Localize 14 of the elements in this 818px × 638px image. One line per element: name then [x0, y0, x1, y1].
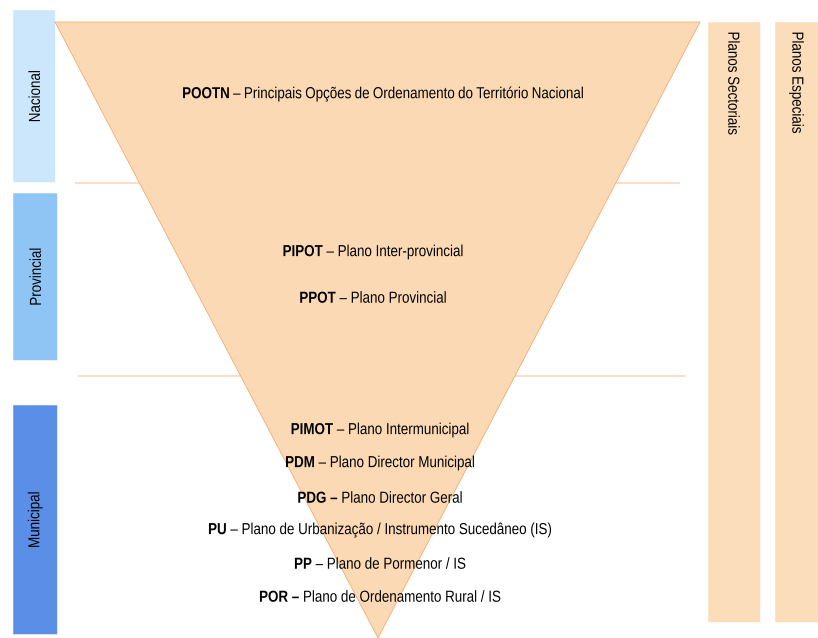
plan-bar: Planos Sectoriais [708, 22, 760, 622]
plan-text: POOTN – Principais Opções de Ordenamento do Território Nacional [183, 86, 583, 102]
plan-text: PIPOT – Plano Inter-provincial [283, 244, 462, 260]
plan-text: POR – Plano de Ordenamento Rural / IS [260, 590, 500, 602]
plan-text: PU – Plano de Urbanização / Instrumento Sucedâneo (IS) [208, 522, 552, 538]
level-band: Municipal [13, 405, 58, 634]
plan-text: PDM – Plano Director Municipal [286, 456, 474, 470]
plan-text: PPOT – Plano Provincial [300, 291, 446, 303]
plan-text: PIMOT – Plano Intermunicipal [292, 422, 468, 438]
plan-text: PP – Plano de Pormenor / IS [294, 557, 466, 569]
level-band: Nacional [13, 10, 56, 182]
level-band: Provincial [13, 193, 58, 360]
plan-text: PDG – Plano Director Geral [298, 491, 462, 503]
plan-bar: Planos Especiais [775, 22, 818, 622]
